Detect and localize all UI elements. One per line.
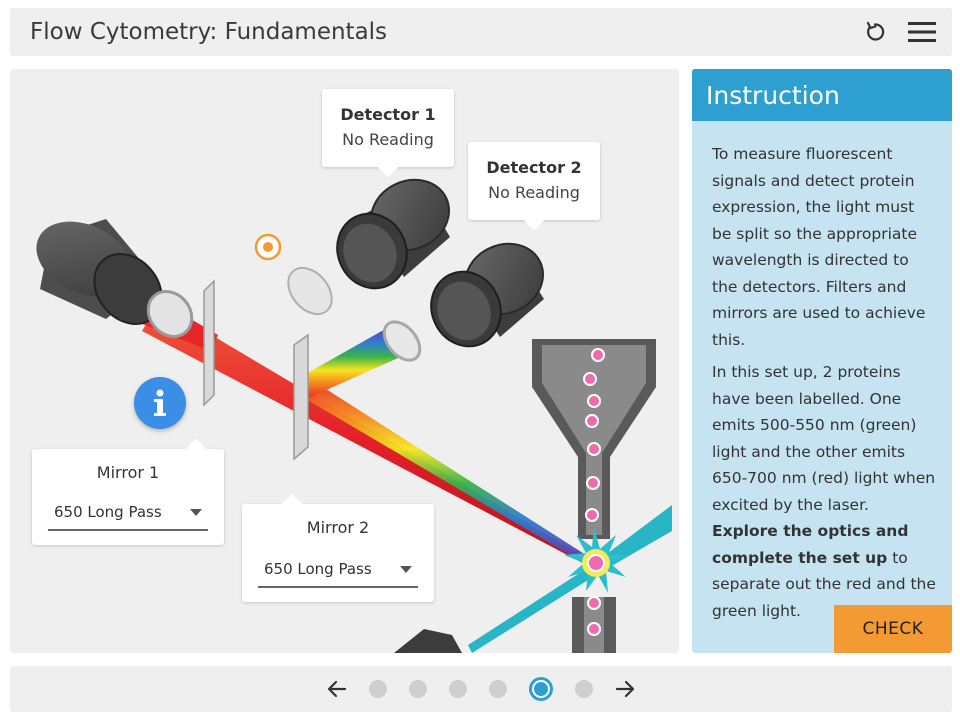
instruction-text: In this set up, 2 proteins have been lab… bbox=[712, 363, 936, 514]
page-dot-6[interactable] bbox=[575, 680, 593, 698]
instruction-panel: Instruction To measure fluorescent signa… bbox=[692, 69, 952, 653]
footer-pager bbox=[10, 666, 952, 712]
page-dot-3[interactable] bbox=[449, 680, 467, 698]
page-dot-5-active[interactable] bbox=[529, 677, 553, 701]
mirror-2-plate[interactable] bbox=[293, 333, 309, 461]
mirror-1-panel: Mirror 1 650 Long Pass bbox=[32, 449, 224, 545]
page-dot-1[interactable] bbox=[369, 680, 387, 698]
pager bbox=[327, 677, 635, 701]
target-marker-icon[interactable] bbox=[254, 233, 282, 261]
mirror-2-selected: 650 Long Pass bbox=[264, 560, 372, 578]
mirror-2-title: Mirror 2 bbox=[306, 518, 370, 537]
arrow-left-icon[interactable] bbox=[327, 680, 347, 698]
page-dot-2[interactable] bbox=[409, 680, 427, 698]
mirror-1-plate[interactable] bbox=[203, 279, 215, 407]
hamburger-menu-icon[interactable] bbox=[908, 21, 936, 43]
chevron-down-icon bbox=[190, 508, 202, 516]
detector-1-title: Detector 1 bbox=[340, 105, 436, 124]
spectrum-beam bbox=[304, 375, 594, 569]
detector-2-camera bbox=[430, 242, 544, 348]
instruction-paragraph-2: In this set up, 2 proteins have been lab… bbox=[712, 359, 936, 624]
header-bar: Flow Cytometry: Fundamentals bbox=[10, 8, 952, 56]
detector-2-title: Detector 2 bbox=[486, 158, 582, 177]
instruction-text-end: to separate out the red and the green li… bbox=[712, 548, 936, 620]
detector-1-callout: Detector 1 No Reading bbox=[322, 89, 454, 167]
instruction-title: Instruction bbox=[706, 80, 840, 110]
emission-burst bbox=[564, 527, 630, 593]
instruction-header: Instruction bbox=[692, 69, 952, 121]
reset-icon[interactable] bbox=[864, 21, 886, 43]
arrow-right-icon[interactable] bbox=[615, 680, 635, 698]
detector-1-reading: No Reading bbox=[342, 130, 434, 149]
page-title: Flow Cytometry: Fundamentals bbox=[30, 19, 388, 45]
mirror-1-select[interactable]: 650 Long Pass bbox=[48, 495, 208, 531]
detector-3-camera bbox=[36, 219, 194, 338]
check-button[interactable]: CHECK bbox=[834, 605, 952, 653]
detector-2-reading: No Reading bbox=[488, 183, 580, 202]
mirror-1-title: Mirror 1 bbox=[96, 463, 160, 482]
optics-scene bbox=[36, 178, 672, 653]
mirror-2-panel: Mirror 2 650 Long Pass bbox=[242, 504, 434, 602]
instruction-body: To measure fluorescent signals and detec… bbox=[692, 121, 952, 624]
instruction-emphasis: Explore the optics and complete the set … bbox=[712, 522, 909, 567]
mirror-1-selected: 650 Long Pass bbox=[54, 503, 162, 521]
laser-source bbox=[394, 629, 462, 653]
laser-beam bbox=[468, 505, 672, 653]
detector-1-camera bbox=[336, 178, 450, 290]
header-actions bbox=[864, 21, 936, 43]
filter-detector-2 bbox=[382, 320, 422, 362]
optics-stage: Detector 1 No Reading Detector 2 No Read… bbox=[10, 69, 679, 653]
mirror-2-select[interactable]: 650 Long Pass bbox=[258, 552, 418, 588]
chevron-down-icon bbox=[400, 565, 412, 573]
detector-2-callout: Detector 2 No Reading bbox=[468, 142, 600, 220]
filter-slot bbox=[287, 266, 333, 316]
flow-cell bbox=[532, 339, 656, 653]
instruction-paragraph-1: To measure fluorescent signals and detec… bbox=[712, 145, 926, 349]
page-dot-4[interactable] bbox=[489, 680, 507, 698]
info-icon[interactable] bbox=[134, 377, 186, 429]
